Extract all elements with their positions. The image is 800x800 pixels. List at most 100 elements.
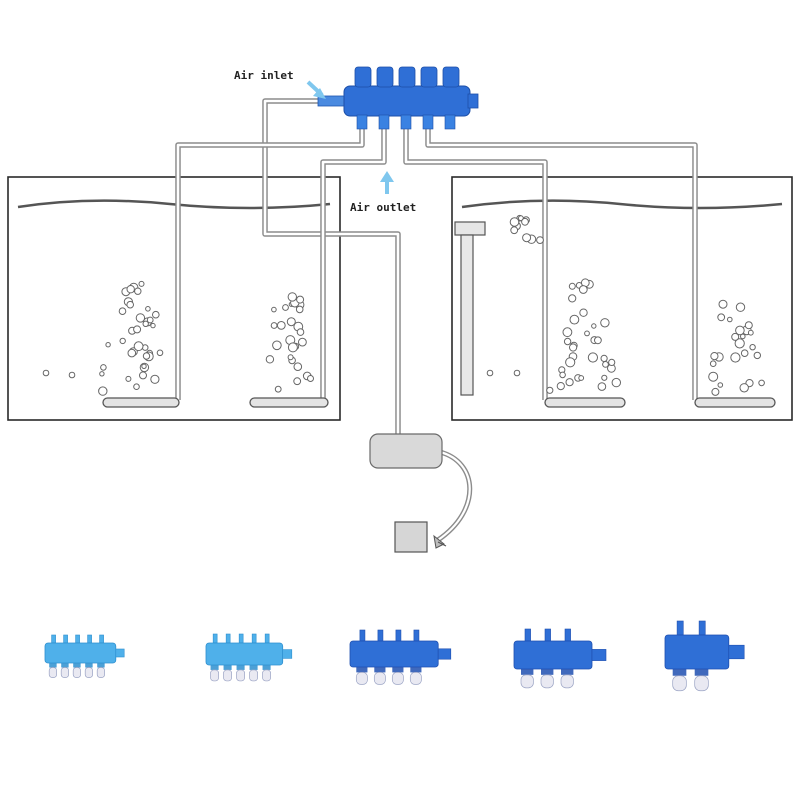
bubble xyxy=(142,320,149,327)
bubble xyxy=(141,363,147,369)
manifold-icon xyxy=(317,66,479,130)
bubble xyxy=(568,294,577,303)
bubble xyxy=(591,323,597,329)
bubble xyxy=(747,329,754,336)
bubble xyxy=(569,314,580,325)
air-tubes xyxy=(175,98,698,543)
bubble xyxy=(100,364,107,371)
bubble xyxy=(142,352,151,360)
bubble xyxy=(611,377,621,388)
bubble xyxy=(735,302,746,312)
bubble xyxy=(287,292,297,302)
manifold-product-icon xyxy=(664,620,745,692)
bubble xyxy=(559,371,566,379)
manifold-product-icon xyxy=(349,629,452,685)
bubble xyxy=(708,371,719,382)
bubble xyxy=(717,313,726,322)
bubble xyxy=(569,343,578,352)
bubble xyxy=(744,321,753,330)
air-outlet-label: Air outlet xyxy=(350,201,416,214)
bubble xyxy=(717,382,724,388)
bubble xyxy=(578,375,585,381)
bubble xyxy=(150,322,156,329)
air-inlet-arrow-icon xyxy=(306,80,326,99)
bubble xyxy=(735,325,745,336)
power-plug-icon xyxy=(394,521,447,553)
bubble xyxy=(740,349,749,358)
bubble xyxy=(42,369,50,377)
bubble xyxy=(536,236,544,245)
bubble xyxy=(133,341,144,352)
bubble xyxy=(274,385,282,393)
heater-icon xyxy=(454,221,486,396)
bubble xyxy=(731,332,740,341)
manifold-product-icon xyxy=(205,633,293,682)
bubble xyxy=(307,375,314,382)
bubble xyxy=(710,352,719,361)
bubble xyxy=(68,371,76,379)
bubble xyxy=(711,387,720,396)
bubble xyxy=(600,318,610,328)
bubble xyxy=(597,382,607,391)
bubble xyxy=(286,317,296,327)
bubble xyxy=(510,226,519,235)
bubble xyxy=(295,305,304,314)
bubble xyxy=(486,369,494,377)
bubble xyxy=(602,361,609,368)
manifold-product-row xyxy=(44,620,745,692)
bubble xyxy=(127,348,137,358)
bubble xyxy=(287,342,298,353)
bubble xyxy=(600,354,608,362)
bubble xyxy=(150,374,160,384)
bubble xyxy=(579,308,588,317)
bubble xyxy=(272,340,282,351)
bubble xyxy=(105,342,111,348)
bubble xyxy=(126,285,135,294)
bubble xyxy=(509,217,520,227)
bubble xyxy=(601,374,608,381)
bubble xyxy=(521,217,529,226)
right-tank xyxy=(451,176,793,421)
bubble xyxy=(276,321,286,330)
bubble xyxy=(594,336,602,345)
bubble xyxy=(734,338,745,349)
bubble xyxy=(126,300,134,309)
bubble xyxy=(156,349,164,357)
manifold-product-icon xyxy=(44,634,125,678)
bubble xyxy=(293,377,302,386)
bubble xyxy=(265,355,275,364)
bubble xyxy=(125,375,132,382)
bubble xyxy=(556,382,565,391)
bubble xyxy=(578,285,588,294)
bubble xyxy=(133,325,142,334)
bubble xyxy=(296,328,305,336)
left-tank xyxy=(7,176,341,421)
bubble xyxy=(758,379,765,387)
bubble xyxy=(587,352,599,363)
bubble xyxy=(608,358,616,366)
bubble xyxy=(727,316,733,323)
bubble xyxy=(584,330,590,337)
bubble xyxy=(287,354,294,361)
bubble xyxy=(118,307,127,316)
air-stone-icon xyxy=(102,397,776,408)
air-bubbles xyxy=(42,214,765,396)
bubble xyxy=(270,322,278,329)
bubble xyxy=(546,386,554,394)
bubble xyxy=(282,304,289,311)
bubble xyxy=(146,316,154,324)
right-tank-water-line xyxy=(461,199,783,210)
bubble xyxy=(139,371,147,380)
bubble xyxy=(296,295,305,304)
bubble xyxy=(135,313,146,323)
bubble xyxy=(709,360,717,368)
left-tank-water-line xyxy=(17,199,331,210)
bubble xyxy=(513,369,521,377)
bubble xyxy=(293,362,303,372)
bubble xyxy=(522,233,532,243)
bubble xyxy=(138,280,145,287)
bubble xyxy=(99,371,105,377)
bubble xyxy=(739,383,749,393)
bubble xyxy=(565,378,574,387)
